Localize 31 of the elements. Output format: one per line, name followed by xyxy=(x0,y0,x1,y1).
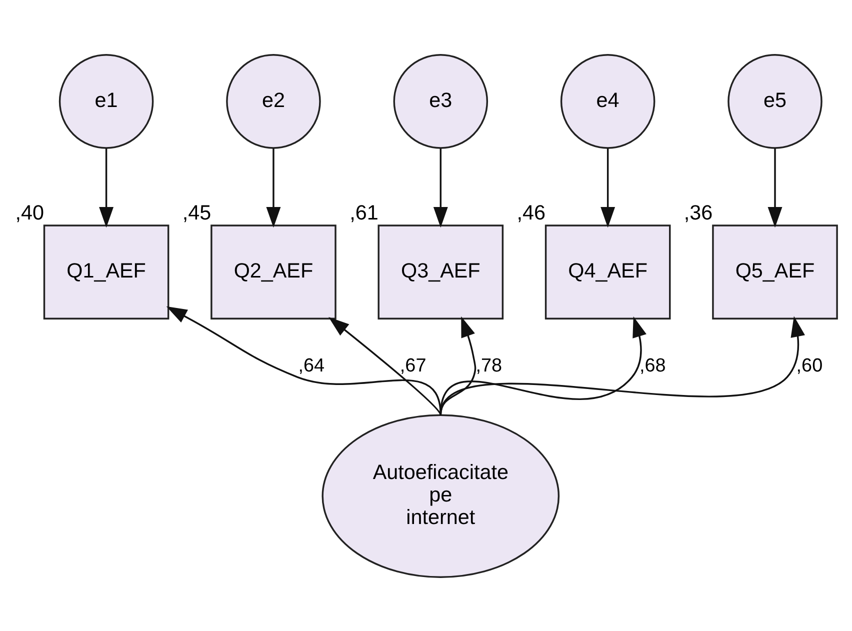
node-circle: e4 xyxy=(560,54,656,148)
arrow xyxy=(266,148,281,228)
node-circle: e3 xyxy=(393,54,488,148)
edge-label: ,64 xyxy=(298,355,325,376)
node-circle: e1 xyxy=(58,54,154,148)
arrow xyxy=(440,316,805,415)
node-box: Q5_AEF xyxy=(712,224,838,319)
arrow xyxy=(328,316,442,415)
arrow xyxy=(440,316,646,415)
edge-label: ,78 xyxy=(476,355,502,376)
edge-label: ,67 xyxy=(400,355,426,376)
node-box: Q4_AEF xyxy=(544,224,671,319)
arrow xyxy=(600,148,616,228)
node-circle: e2 xyxy=(226,54,321,148)
node-label: ,36 xyxy=(684,201,713,224)
node-ellipse: Autoeficacitate pe internet xyxy=(322,414,560,578)
edge-label: ,68 xyxy=(639,355,666,376)
edge-label: ,60 xyxy=(796,355,823,376)
arrow xyxy=(440,316,476,415)
node-label: ,46 xyxy=(516,201,546,224)
arrow xyxy=(166,306,442,415)
node-box: Q1_AEF xyxy=(43,224,170,319)
node-label: ,61 xyxy=(350,201,378,224)
arrow xyxy=(433,148,448,228)
node-label: ,40 xyxy=(15,201,44,224)
arrow xyxy=(99,148,114,228)
node-circle: e5 xyxy=(728,54,822,148)
arrow xyxy=(768,148,782,228)
node-box: Q3_AEF xyxy=(378,224,504,319)
node-label: ,45 xyxy=(182,201,212,224)
node-box: Q2_AEF xyxy=(210,224,336,319)
